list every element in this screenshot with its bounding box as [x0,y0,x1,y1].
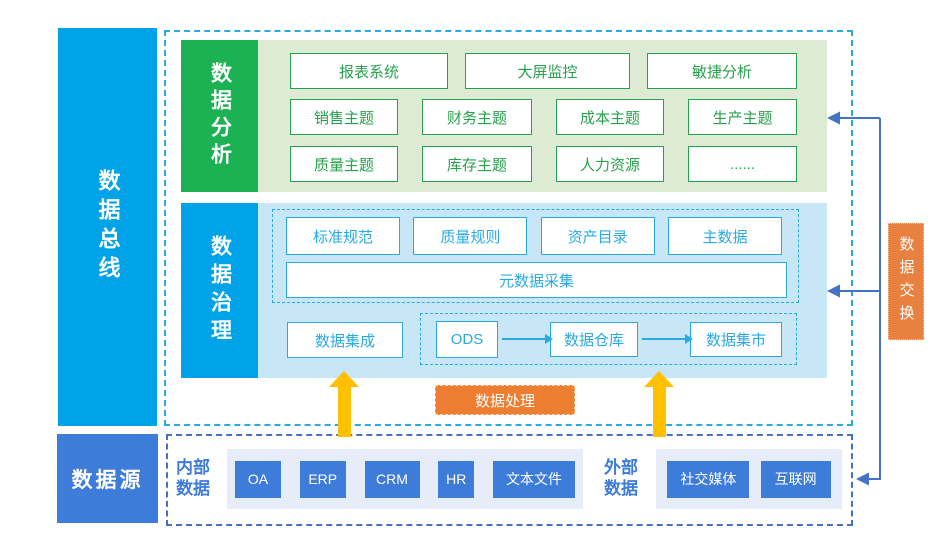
governance-tool-box: 主数据 [667,217,782,255]
governance-tools-row: 标准规范 质量规则 资产目录 主数据 [286,217,782,255]
up-arrow-head [329,371,359,387]
internal-system-box: HR [438,460,475,498]
analysis-app-box: 报表系统 [290,53,448,89]
pipeline-warehouse-box: 数据仓库 [550,321,638,357]
internal-system-box: ERP [299,460,346,498]
flow-arrow-icon [642,334,693,344]
analysis-app-box: 敏捷分析 [647,53,797,89]
analysis-theme-box: 成本主题 [556,99,664,135]
governance-panel: 标准规范 质量规则 资产目录 主数据 元数据采集 数据集成 ODS 数据仓库 数… [258,203,827,378]
analysis-theme-box: 生产主题 [688,99,797,135]
analysis-label: 数据分析 [208,62,232,170]
pipeline-mart-box: 数据集市 [690,321,782,357]
metadata-collection-box: 元数据采集 [286,262,787,298]
analysis-panel: 报表系统 大屏监控 敏捷分析 销售主题 财务主题 成本主题 生产主题 质量主题 … [258,40,827,192]
warehouse-pipeline-group: ODS 数据仓库 数据集市 [420,313,797,365]
governance-tool-box: 质量规则 [413,217,528,255]
data-exchange-box: 数据交换 [888,223,924,340]
analysis-themes-row: 销售主题 财务主题 成本主题 生产主题 [290,99,797,135]
data-bus-label: 数据总线 [95,169,121,285]
governance-label: 数据治理 [208,234,232,347]
external-system-box: 互联网 [760,460,831,498]
analysis-theme-box: 质量主题 [290,146,398,182]
up-arrow-head [644,371,674,387]
internal-system-box: CRM [364,460,420,498]
governance-tool-box: 标准规范 [286,217,400,255]
analysis-theme-box: 财务主题 [422,99,532,135]
up-arrow-shaft [337,387,351,437]
pipeline-ods-box: ODS [436,320,498,358]
internal-system-box: OA [235,460,281,498]
up-arrow-icon [329,371,359,437]
analysis-app-box: 大屏监控 [465,53,630,89]
analysis-section-label-block: 数据分析 [181,40,258,192]
external-data-label: 外部数据 [604,458,638,498]
analysis-theme-box: ...... [688,146,797,182]
analysis-theme-box: 人力资源 [556,146,664,182]
analysis-apps-row: 报表系统 大屏监控 敏捷分析 [290,53,797,89]
sources-dashed-boundary [166,434,853,526]
bus-dashed-boundary [164,30,853,426]
data-bus-bar: 数据总线 [58,28,157,426]
internal-systems-strip: OA ERP CRM HR 文本文件 [227,449,583,509]
flow-arrow-icon [502,334,553,344]
external-system-box: 社交媒体 [667,460,750,498]
internal-data-label: 内部数据 [176,458,210,498]
internal-system-box: 文本文件 [493,460,575,498]
analysis-theme-box: 销售主题 [290,99,398,135]
analysis-themes-row: 质量主题 库存主题 人力资源 ...... [290,146,797,182]
data-source-label-block: 数据源 [57,434,158,523]
external-systems-strip: 社交媒体 互联网 [656,449,842,509]
up-arrow-shaft [652,387,666,437]
data-processing-box: 数据处理 [435,385,575,415]
analysis-theme-box: 库存主题 [422,146,532,182]
governance-tool-box: 资产目录 [540,217,655,255]
data-integration-box: 数据集成 [287,322,403,358]
governance-tools-group: 标准规范 质量规则 资产目录 主数据 元数据采集 [272,209,799,303]
up-arrow-icon [644,371,674,437]
governance-section-label-block: 数据治理 [181,203,258,378]
